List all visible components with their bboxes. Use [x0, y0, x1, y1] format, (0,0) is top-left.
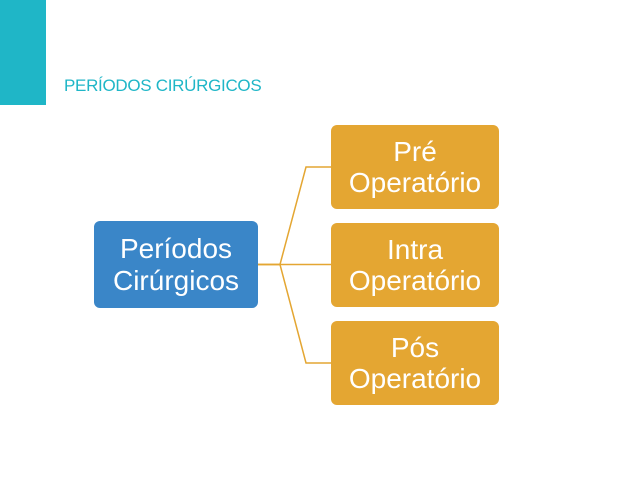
child-node-intra: Intra Operatório — [331, 223, 499, 307]
child-node-line-1: Pós — [390, 331, 440, 363]
connector-to-child-3 — [258, 263, 331, 364]
root-node: Períodos Cirúrgicos — [94, 221, 258, 308]
child-node-line-1: Pré — [393, 135, 437, 167]
child-node-line-2: Operatório — [348, 363, 482, 394]
page-title: PERÍODOS CIRÚRGICOS — [64, 76, 262, 95]
child-node-line-2: Operatório — [348, 167, 482, 198]
child-node-pos: Pós Operatório — [331, 321, 499, 405]
connector-to-child-1 — [258, 166, 331, 266]
root-node-line-2: Cirúrgicos — [112, 264, 240, 296]
child-node-line-2: Operatório — [348, 265, 482, 296]
child-node-line-1: Intra — [386, 233, 444, 265]
child-node-pre: Pré Operatório — [331, 125, 499, 209]
root-node-line-1: Períodos — [119, 233, 233, 265]
accent-bar — [0, 0, 46, 105]
